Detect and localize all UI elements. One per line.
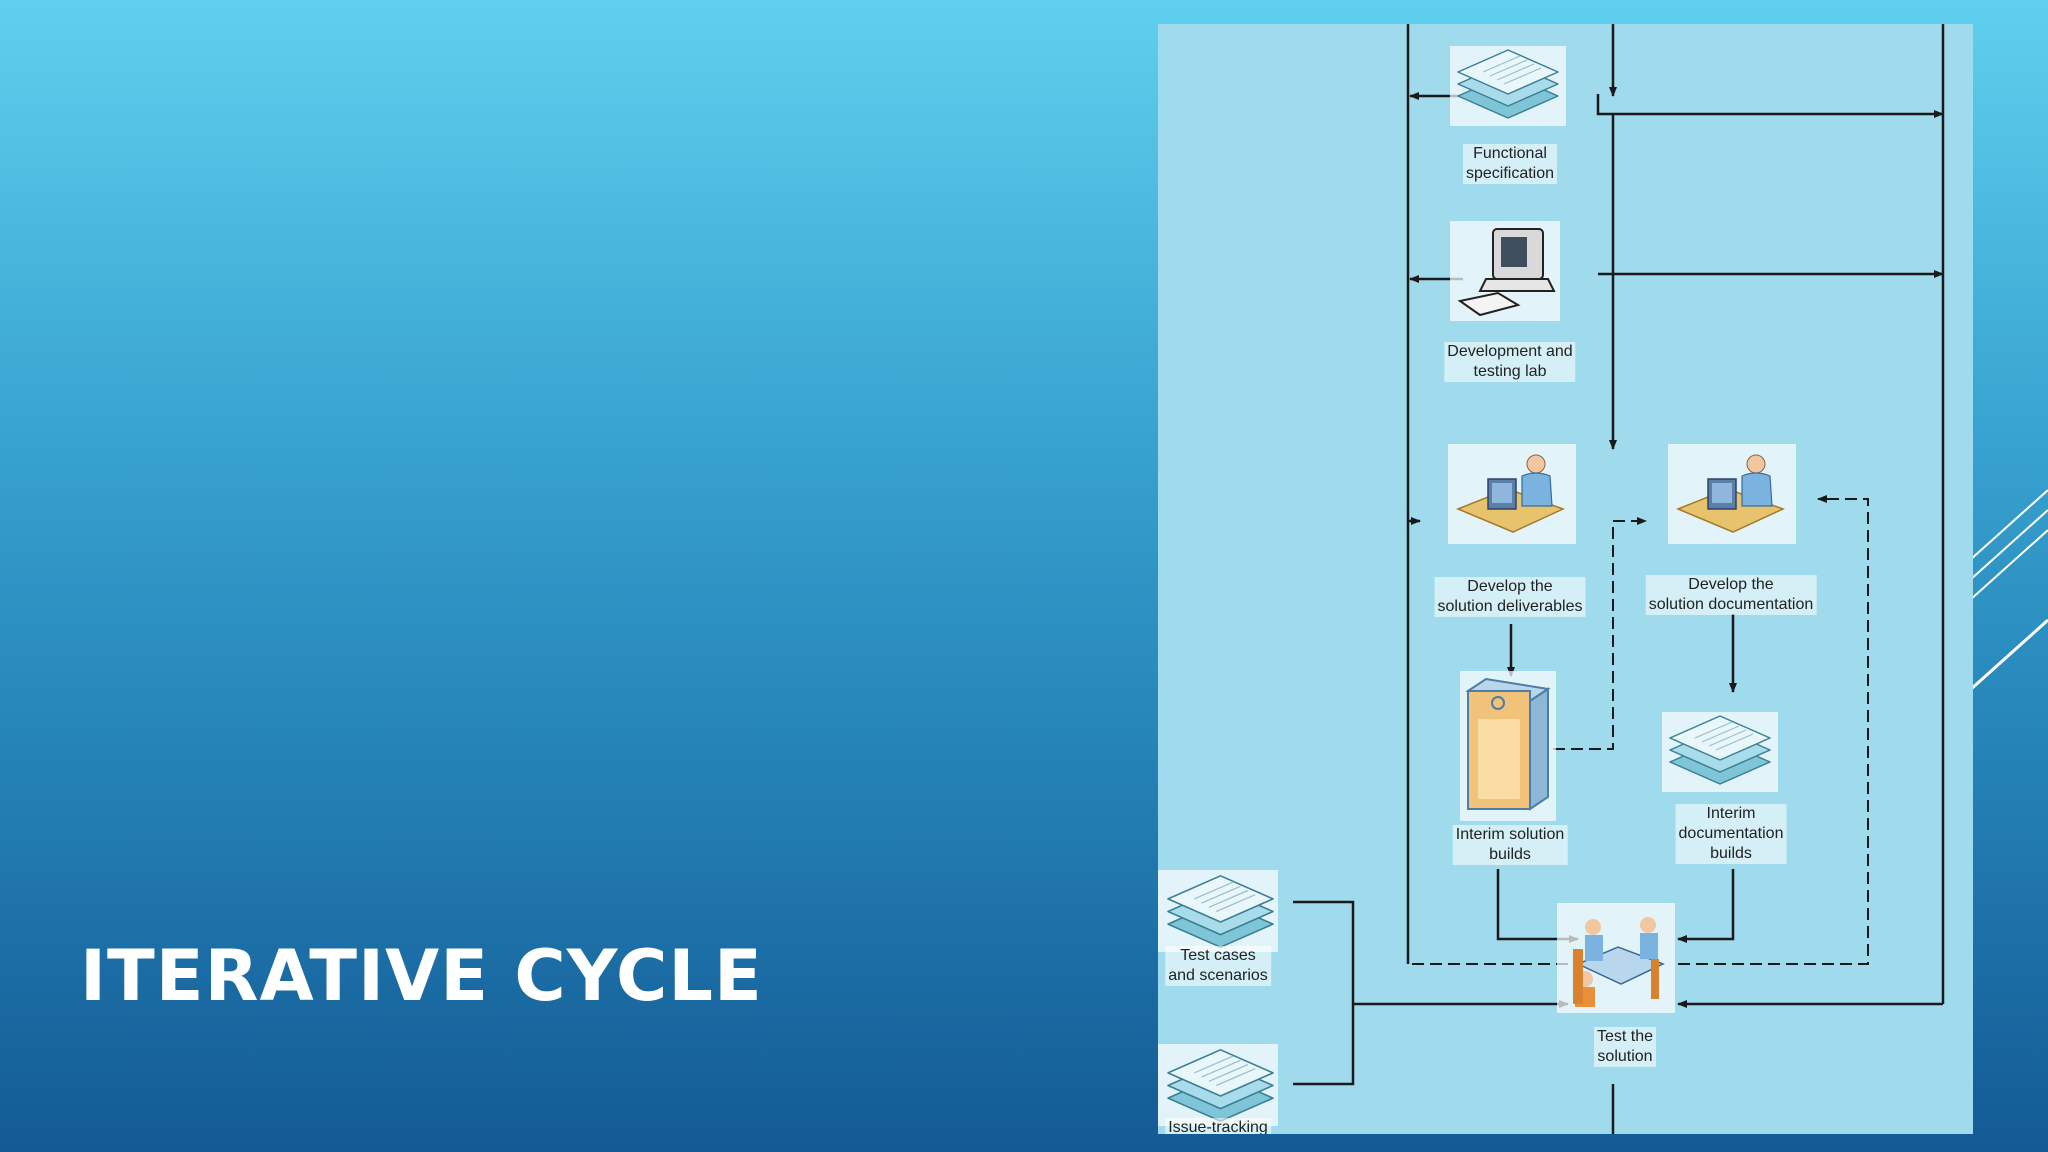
test-solution-label: Test the solution [1593, 1027, 1657, 1067]
computer-icon [1450, 221, 1560, 321]
issue-tracking-label: Issue-tracking [1165, 1118, 1271, 1134]
develop-deliverables-label: Develop the solution deliverables [1434, 577, 1586, 617]
developer-workstation-icon [1668, 444, 1796, 544]
interim-doc-builds-label: Interim documentation builds [1675, 804, 1787, 864]
server-icon [1460, 671, 1556, 821]
developer-workstation-icon [1448, 444, 1576, 544]
document-stack-icon [1450, 46, 1566, 126]
document-stack-icon [1158, 1044, 1278, 1126]
team-meeting-icon [1557, 903, 1675, 1013]
iterative-cycle-diagram: Functional specification Development and… [1158, 24, 1973, 1134]
dev-lab-label: Development and testing lab [1444, 342, 1576, 382]
functional-spec-label: Functional specification [1462, 144, 1558, 184]
document-stack-icon [1662, 712, 1778, 792]
test-cases-label: Test cases and scenarios [1165, 946, 1271, 986]
interim-builds-label: Interim solution builds [1452, 825, 1568, 865]
decorative-corner-lines [1970, 489, 2048, 692]
document-stack-icon [1158, 870, 1278, 952]
slide-title: ITERATIVE CYCLE [80, 935, 763, 1017]
develop-documentation-label: Develop the solution documentation [1645, 575, 1817, 615]
